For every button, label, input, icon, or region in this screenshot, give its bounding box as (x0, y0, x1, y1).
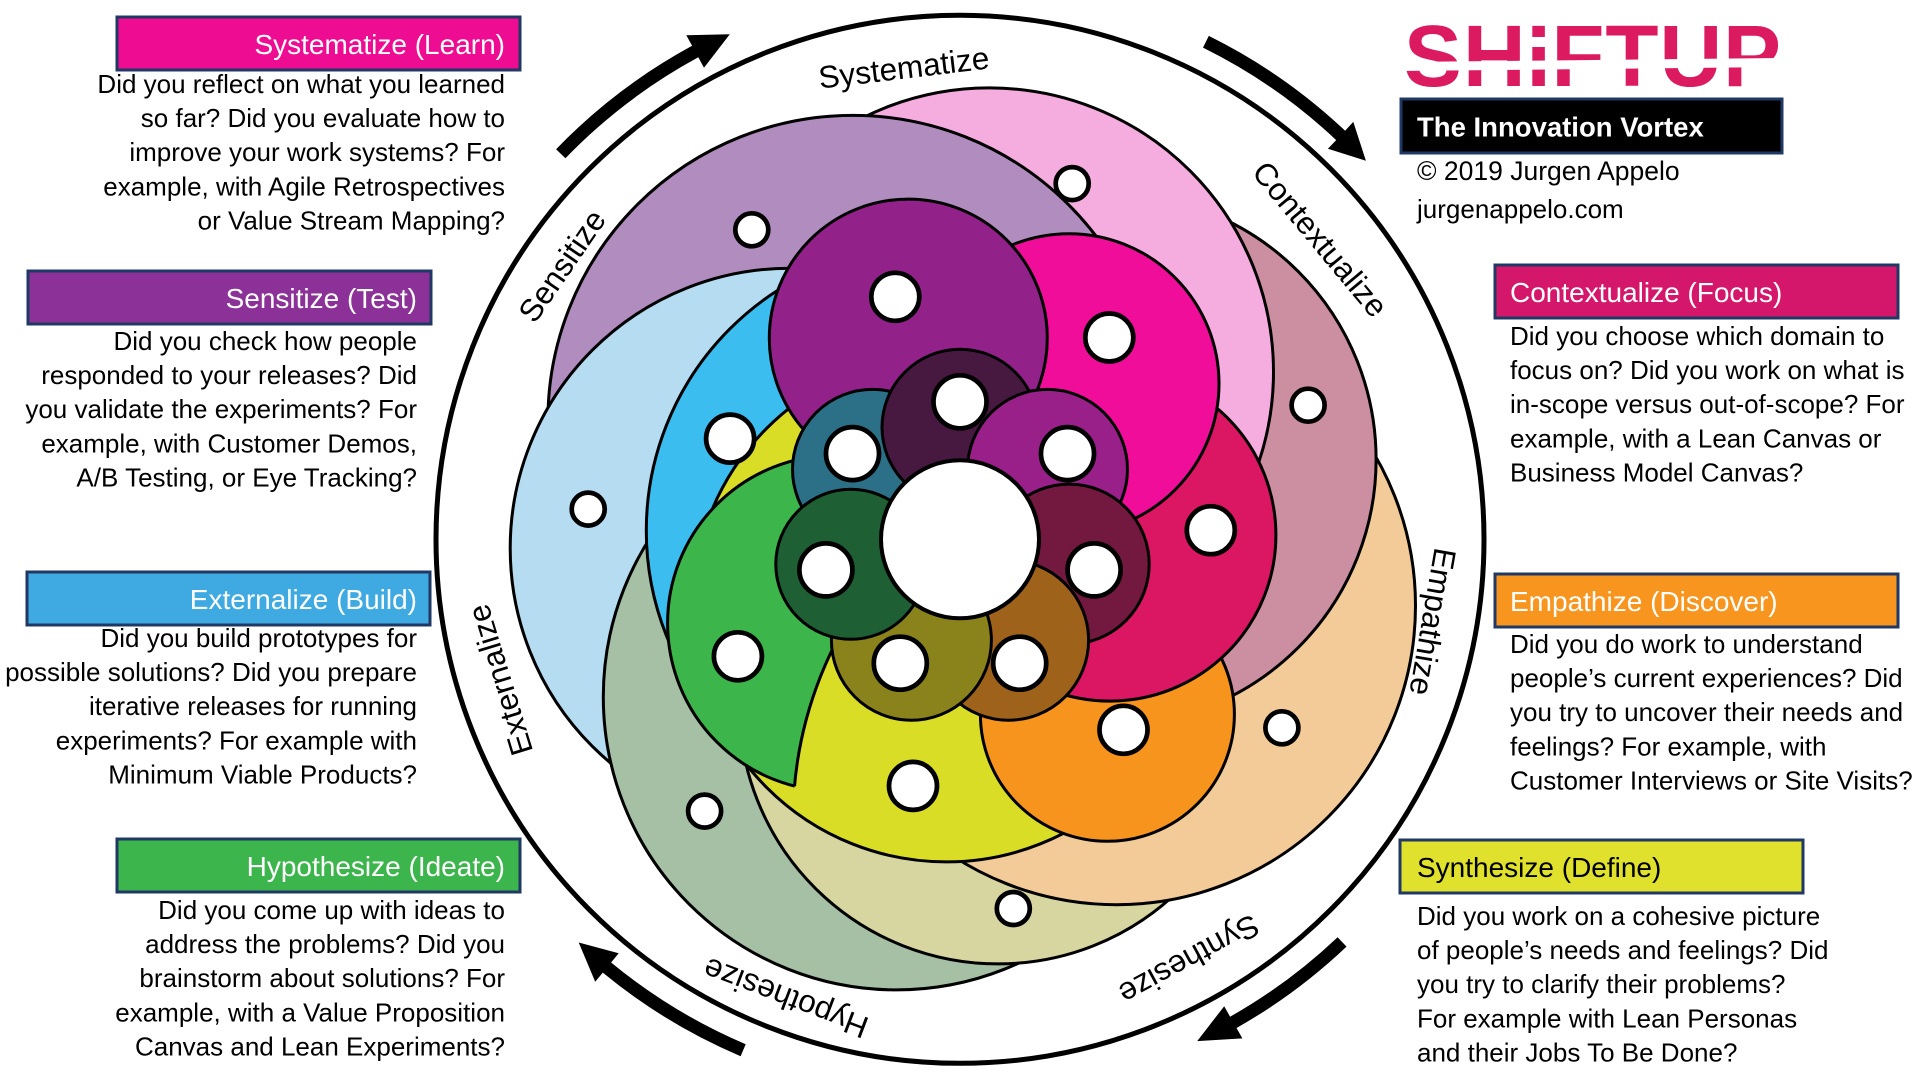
svg-text:people’s current experiences?: people’s current experiences? Did (1510, 663, 1903, 693)
svg-text:iterative releases for running: iterative releases for running (89, 691, 417, 721)
svg-text:Business Model Canvas?: Business Model Canvas? (1510, 457, 1803, 487)
svg-text:Did you reflect on what you le: Did you reflect on what you learned (97, 69, 505, 99)
svg-text:you try to clarify their probl: you try to clarify their problems? (1417, 969, 1785, 999)
svg-text:so far? Did you evaluate how t: so far? Did you evaluate how to (141, 103, 505, 133)
svg-text:Did you check how people: Did you check how people (113, 326, 417, 356)
svg-text:possible solutions? Did you pr: possible solutions? Did you prepare (5, 657, 417, 687)
svg-text:experiments? For example with: experiments? For example with (56, 725, 417, 755)
svg-text:Sensitize (Test): Sensitize (Test) (226, 283, 417, 314)
svg-text:Did you come up with ideas to: Did you come up with ideas to (158, 895, 505, 925)
svg-text:Externalize (Build): Externalize (Build) (190, 584, 417, 615)
svg-text:focus on? Did you work on what: focus on? Did you work on what is (1510, 355, 1905, 385)
svg-text:Contextualize (Focus): Contextualize (Focus) (1510, 277, 1782, 308)
svg-text:you validate the experiments?: you validate the experiments? For (25, 394, 417, 424)
svg-text:example, with a Value Proposit: example, with a Value Proposition (115, 997, 505, 1027)
svg-text:example, with a Lean Canvas or: example, with a Lean Canvas or (1510, 423, 1882, 453)
svg-text:example, with Customer Demos,: example, with Customer Demos, (41, 428, 417, 458)
svg-text:responded to your releases? Di: responded to your releases? Did (41, 360, 417, 390)
svg-text:For example with Lean Personas: For example with Lean Personas (1417, 1003, 1797, 1033)
svg-text:Customer Interviews or Site Vi: Customer Interviews or Site Visits? (1510, 765, 1913, 795)
svg-text:Synthesize (Define): Synthesize (Define) (1417, 852, 1661, 883)
svg-text:jurgenappelo.com: jurgenappelo.com (1416, 194, 1624, 224)
svg-text:address the problems? Did you: address the problems? Did you (145, 929, 505, 959)
svg-text:and their Jobs To Be Done?: and their Jobs To Be Done? (1417, 1037, 1737, 1067)
svg-text:you try to uncover their needs: you try to uncover their needs and (1510, 697, 1903, 727)
svg-text:Did you do work to understand: Did you do work to understand (1510, 629, 1863, 659)
svg-text:Did you build prototypes for: Did you build prototypes for (100, 623, 417, 653)
svg-text:SHIFTUP: SHIFTUP (1404, 8, 1781, 105)
svg-text:Hypothesize (Ideate): Hypothesize (Ideate) (247, 851, 505, 882)
svg-text:Systematize (Learn): Systematize (Learn) (254, 29, 505, 60)
svg-text:feelings? For example, with: feelings? For example, with (1510, 731, 1826, 761)
svg-text:Did you choose which domain to: Did you choose which domain to (1510, 321, 1884, 351)
svg-text:The Innovation Vortex: The Innovation Vortex (1417, 112, 1704, 143)
svg-text:of people’s needs and feelings: of people’s needs and feelings? Did (1417, 935, 1829, 965)
svg-text:brainstorm about solutions? Fo: brainstorm about solutions? For (139, 963, 505, 993)
svg-text:Canvas and Lean Experiments?: Canvas and Lean Experiments? (135, 1031, 505, 1061)
svg-text:example, with Agile Retrospect: example, with Agile Retrospectives (103, 171, 505, 201)
svg-text:© 2019 Jurgen Appelo: © 2019 Jurgen Appelo (1417, 156, 1680, 186)
svg-text:A/B Testing, or Eye Tracking?: A/B Testing, or Eye Tracking? (76, 462, 417, 492)
svg-text:Minimum Viable Products?: Minimum Viable Products? (108, 759, 417, 789)
svg-text:in-scope versus out-of-scope?: in-scope versus out-of-scope? For (1510, 389, 1905, 419)
svg-text:Empathize (Discover): Empathize (Discover) (1510, 586, 1778, 617)
svg-text:or Value Stream Mapping?: or Value Stream Mapping? (198, 205, 505, 235)
svg-text:improve your work systems? For: improve your work systems? For (129, 137, 505, 167)
svg-text:Did you work on a cohesive pic: Did you work on a cohesive picture (1417, 901, 1820, 931)
